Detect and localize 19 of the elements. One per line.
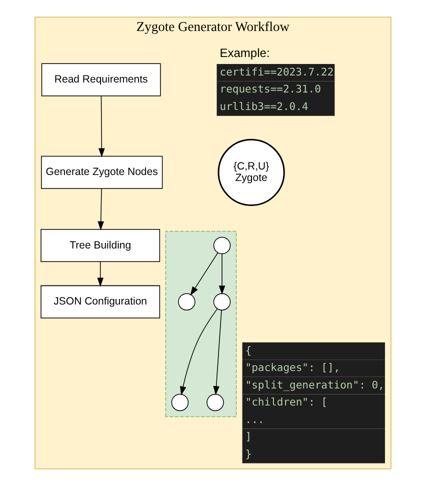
arrow [98, 96, 104, 158]
node-circle [178, 293, 195, 310]
arrow [212, 310, 222, 396]
node-circle [206, 394, 224, 412]
node-circle [212, 293, 230, 310]
cluster [164, 230, 236, 418]
node-box: Tree Building [40, 228, 160, 262]
node-box: JSON Configuration [40, 285, 160, 318]
node-box: Generate Zygote Nodes [40, 156, 162, 189]
arrow [97, 188, 104, 230]
node-circle [170, 394, 188, 412]
arrow [180, 308, 218, 396]
node-label: Example: [219, 46, 270, 60]
node-box: Read Requirements [40, 63, 160, 96]
node-circle: {C,R,U} Zygote [217, 138, 284, 206]
arrow [96, 261, 103, 287]
arrow [218, 254, 225, 295]
arrow [190, 252, 218, 296]
node-circle [212, 236, 230, 254]
